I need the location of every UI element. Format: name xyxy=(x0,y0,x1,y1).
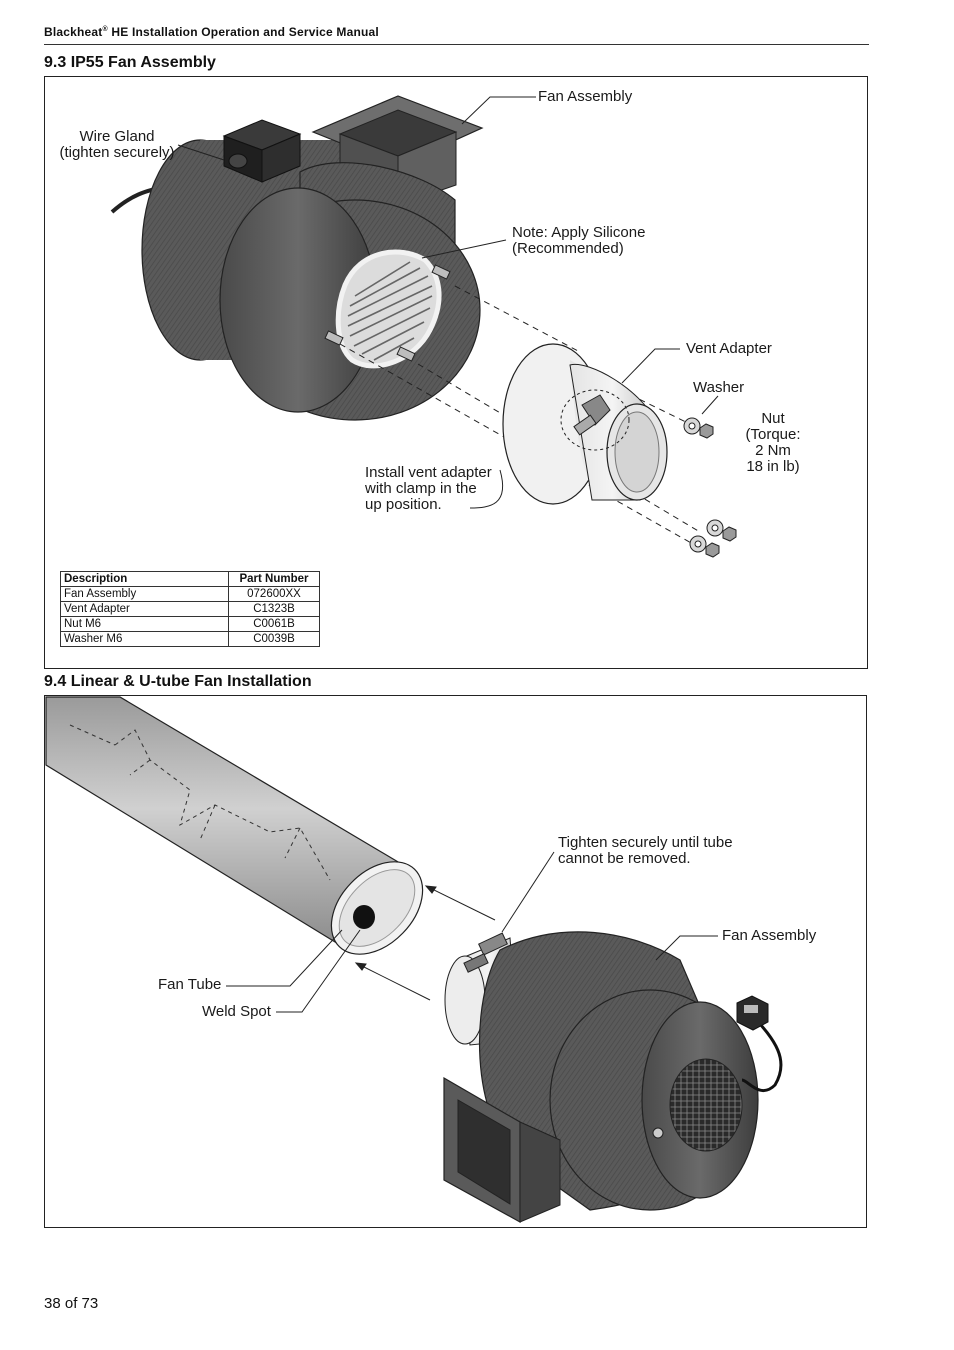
linear-fan-installation-drawing xyxy=(45,696,783,1224)
table-row: Washer M6 C0039B xyxy=(60,631,320,647)
label-tighten-line-1: Tighten securely until tube xyxy=(558,834,733,851)
label-install-line-2: with clamp in the xyxy=(365,480,477,497)
label-nut-torque: Nut (Torque: 2 Nm 18 in lb) xyxy=(738,411,808,475)
label-silicone-note: Note: Apply Silicone (Recommended) xyxy=(512,225,645,257)
label-washer: Washer xyxy=(693,379,745,396)
table-cell-part-number: 072600XX xyxy=(228,586,320,602)
label-tighten-line-2: cannot be removed. xyxy=(558,850,691,867)
label-wire-gland: Wire Gland (tighten securely) xyxy=(52,129,182,161)
table-cell-description: Washer M6 xyxy=(60,631,229,647)
label-install-line-3: up position. xyxy=(365,496,442,513)
header-title: HE Installation Operation and Service Ma… xyxy=(107,25,379,39)
ip55-figure-frame xyxy=(44,76,868,669)
section-title-ip55: 9.3 IP55 Fan Assembly xyxy=(44,54,216,71)
parts-table: Description Part Number Fan Assembly 072… xyxy=(60,571,320,647)
label-silicone-note-line-2: (Recommended) xyxy=(512,240,624,257)
document-header: Blackheat® HE Installation Operation and… xyxy=(44,25,379,39)
table-row: Vent Adapter C1323B xyxy=(60,601,320,617)
label-wire-gland-line-2: (tighten securely) xyxy=(59,144,175,161)
label-weld-spot: Weld Spot xyxy=(202,1003,271,1020)
page-number: 38 of 73 xyxy=(44,1295,99,1312)
label-install-line-1: Install vent adapter xyxy=(365,464,492,481)
parts-table-header-row: Description Part Number xyxy=(60,571,320,587)
table-row: Fan Assembly 072600XX xyxy=(60,586,320,602)
label-nut-line-1: Nut xyxy=(761,410,785,427)
label-fan-assembly-ip55: Fan Assembly xyxy=(538,88,633,105)
label-vent-adapter: Vent Adapter xyxy=(686,340,772,357)
label-tighten-securely: Tighten securely until tube cannot be re… xyxy=(558,835,733,867)
label-fan-tube: Fan Tube xyxy=(158,976,222,993)
label-nut-line-4: 18 in lb) xyxy=(746,458,800,475)
label-nut-line-3: 2 Nm xyxy=(755,442,791,459)
header-registered-mark: ® xyxy=(102,26,108,33)
header-brand: Blackheat xyxy=(44,25,103,39)
label-nut-line-2: (Torque: xyxy=(745,426,801,443)
table-cell-part-number: C0039B xyxy=(228,631,320,647)
section-title-linear-utube: 9.4 Linear & U-tube Fan Installation xyxy=(44,673,312,690)
table-row: Nut M6 C0061B xyxy=(60,616,320,632)
label-fan-assembly-linear: Fan Assembly xyxy=(722,927,817,944)
parts-table-header-part-number: Part Number xyxy=(228,571,320,587)
table-cell-part-number: C0061B xyxy=(228,616,320,632)
table-cell-description: Nut M6 xyxy=(60,616,229,632)
linear-figure-frame xyxy=(44,695,867,1228)
ip55-fan-assembly-drawing xyxy=(110,95,737,558)
table-cell-part-number: C1323B xyxy=(228,601,320,617)
label-wire-gland-line-1: Wire Gland xyxy=(79,128,155,145)
header-rule xyxy=(44,44,869,45)
label-silicone-note-line-1: Note: Apply Silicone xyxy=(512,224,646,241)
parts-table-header-description: Description xyxy=(60,571,229,587)
table-cell-description: Vent Adapter xyxy=(60,601,229,617)
table-cell-description: Fan Assembly xyxy=(60,586,229,602)
label-install-vent-adapter: Install vent adapter with clamp in the u… xyxy=(365,465,492,513)
